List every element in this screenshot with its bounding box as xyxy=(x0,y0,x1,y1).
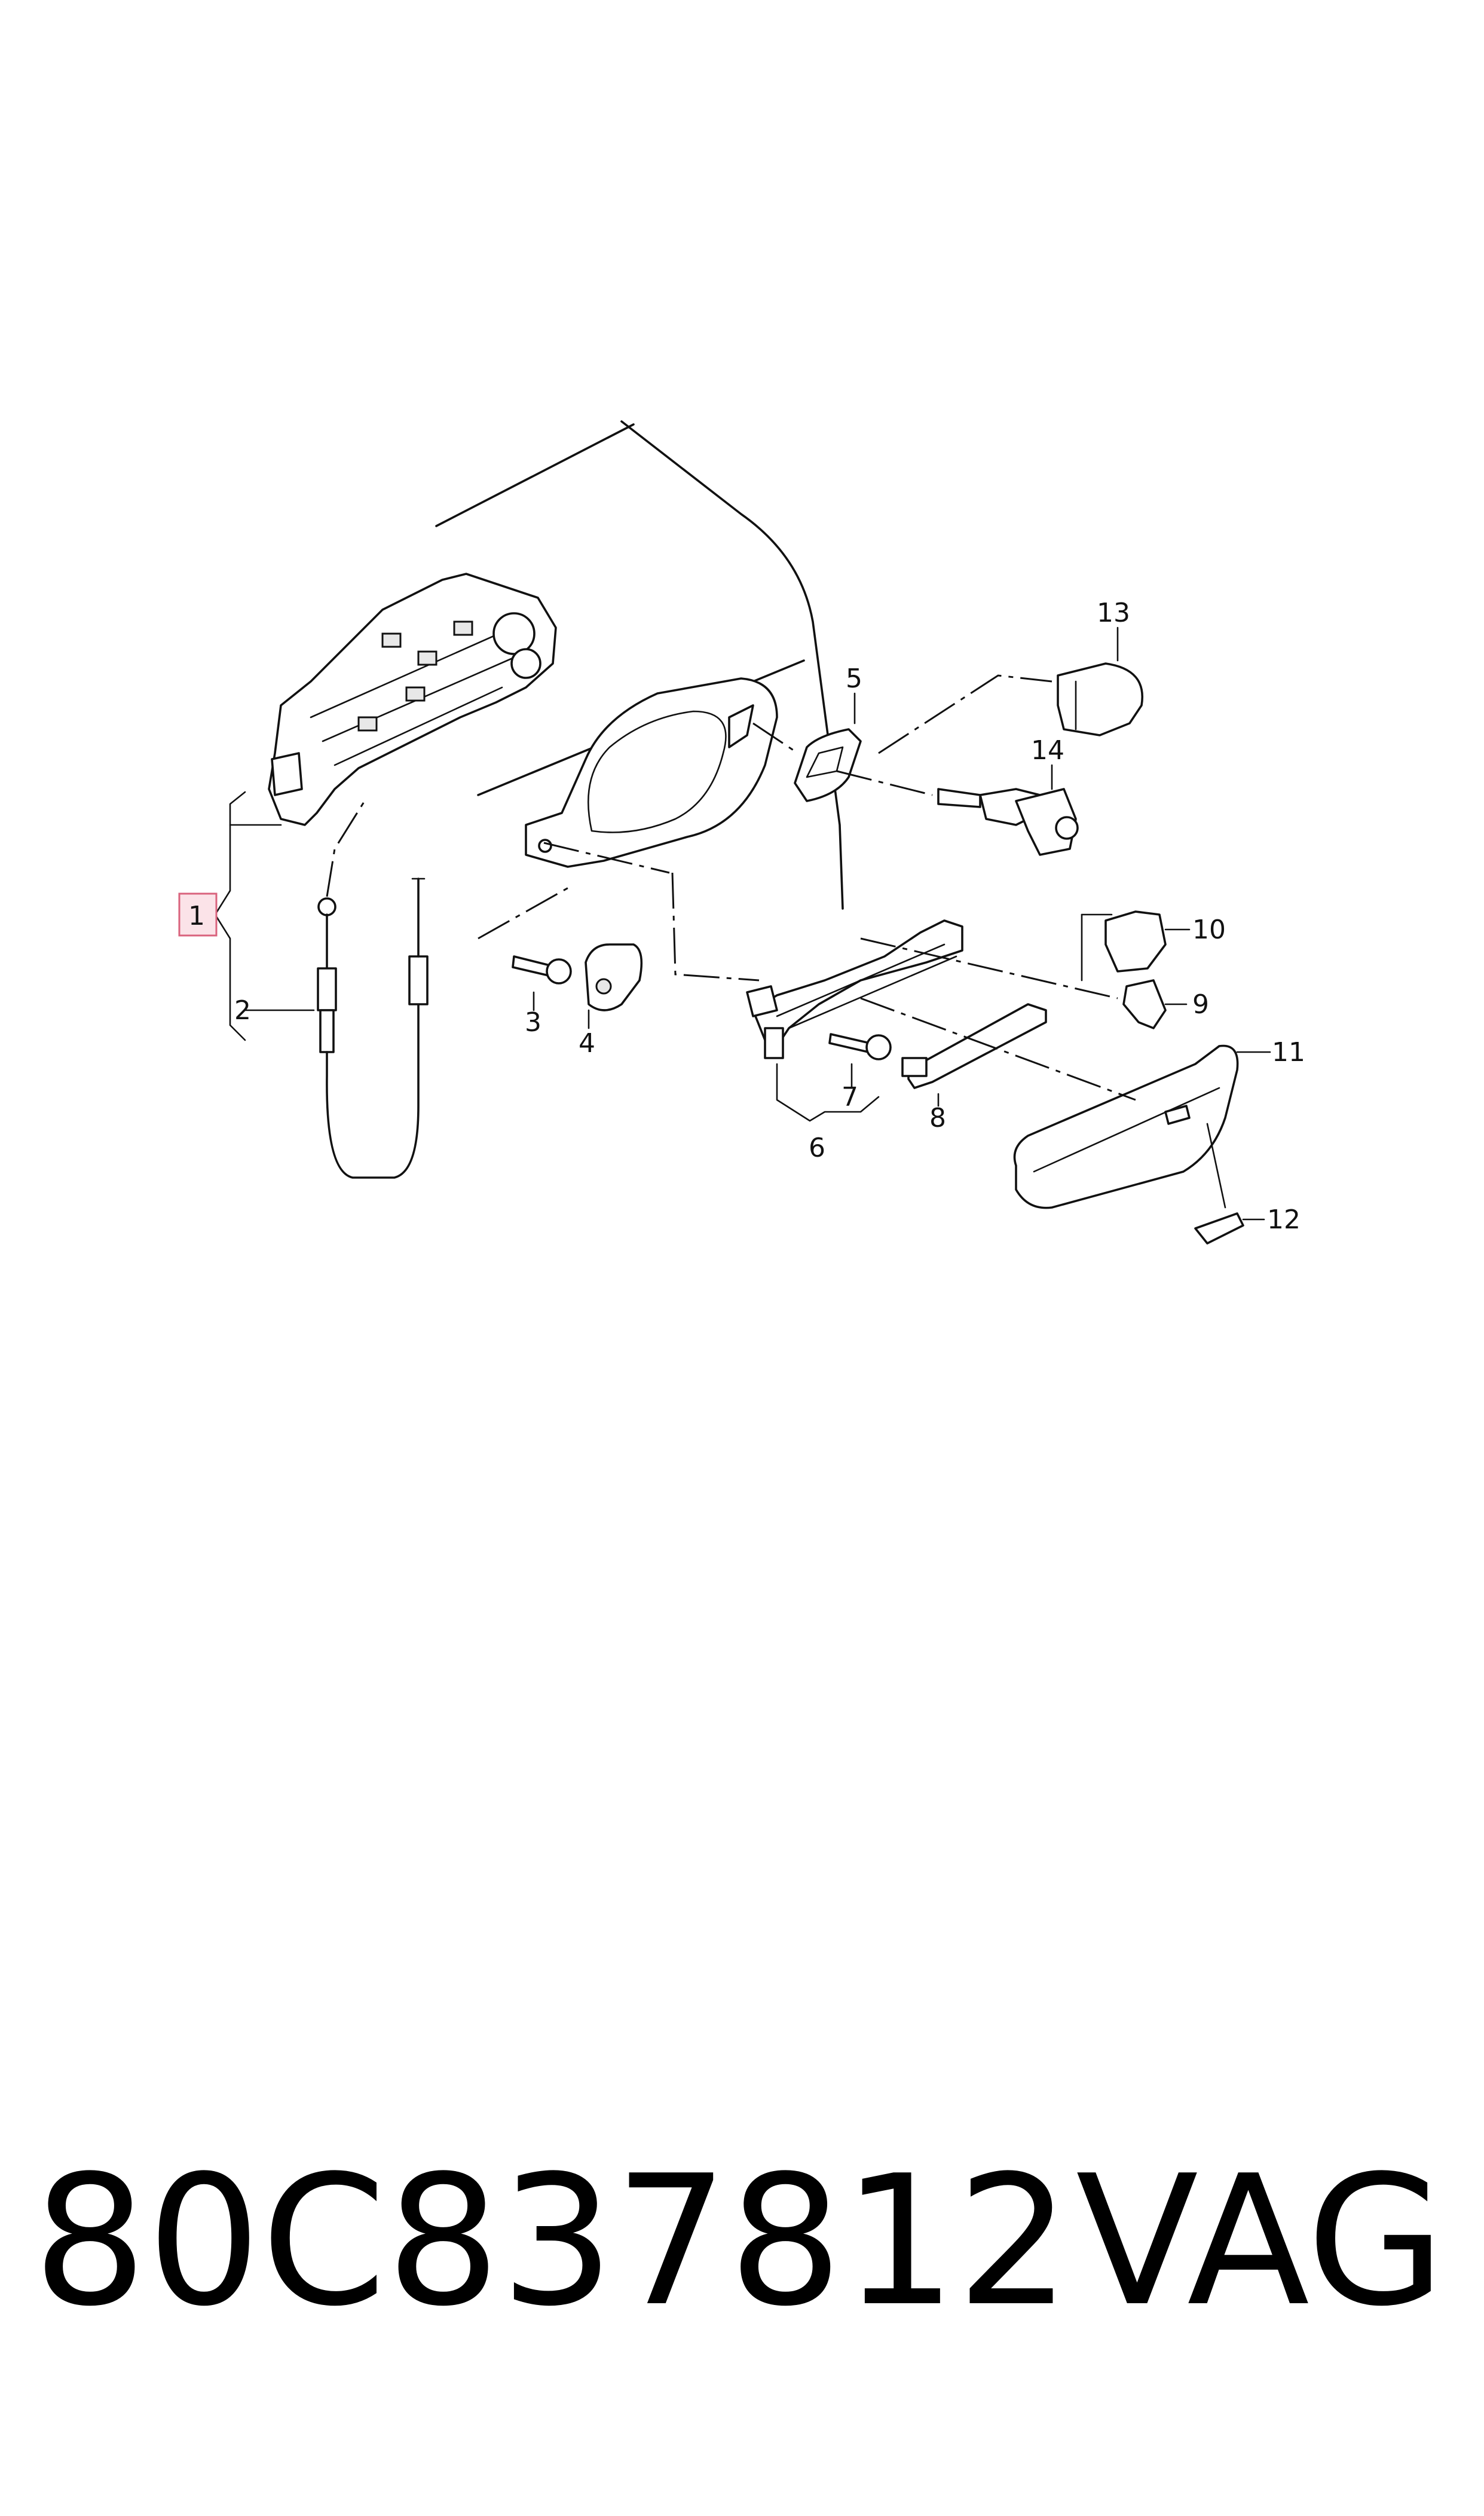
callout-6: 6 xyxy=(809,1133,825,1163)
bowden-cable xyxy=(317,800,429,1179)
handle-recess xyxy=(525,677,778,874)
callout-10: 10 xyxy=(1192,915,1226,945)
footer: 80C837812 VAG xyxy=(0,2152,1484,2403)
callout-11: 11 xyxy=(1272,1037,1305,1068)
screw-7 xyxy=(828,1033,892,1089)
cylinder-gasket xyxy=(752,692,862,802)
callout-4: 4 xyxy=(579,1028,595,1059)
callout-labels: 1 2 3 4 5 6 7 8 9 10 11 12 13 14 xyxy=(188,598,1305,1235)
lock-cylinder-and-cap xyxy=(836,626,1143,856)
antenna-module xyxy=(901,1003,1047,1107)
brand-label: VAG xyxy=(1076,2137,1446,2346)
handle-carrier xyxy=(671,872,963,1122)
callout-3: 3 xyxy=(525,1007,541,1038)
callout-13: 13 xyxy=(1097,598,1130,628)
callout-14: 14 xyxy=(1031,735,1064,766)
callout-8: 8 xyxy=(929,1103,946,1133)
callout-5: 5 xyxy=(846,664,862,694)
part-number: 80C837812 xyxy=(33,2137,1071,2346)
callout-bracket-1 xyxy=(178,791,315,1041)
screw-and-cover xyxy=(478,883,643,1029)
callout-9: 9 xyxy=(1192,989,1209,1020)
outer-door-handle xyxy=(860,997,1271,1245)
door-lock-assembly xyxy=(268,573,557,826)
callout-7: 7 xyxy=(842,1082,858,1112)
callout-1: 1 xyxy=(188,901,205,931)
callout-2: 2 xyxy=(234,995,251,1026)
callout-12: 12 xyxy=(1267,1204,1301,1235)
clip-parts xyxy=(860,910,1191,1029)
